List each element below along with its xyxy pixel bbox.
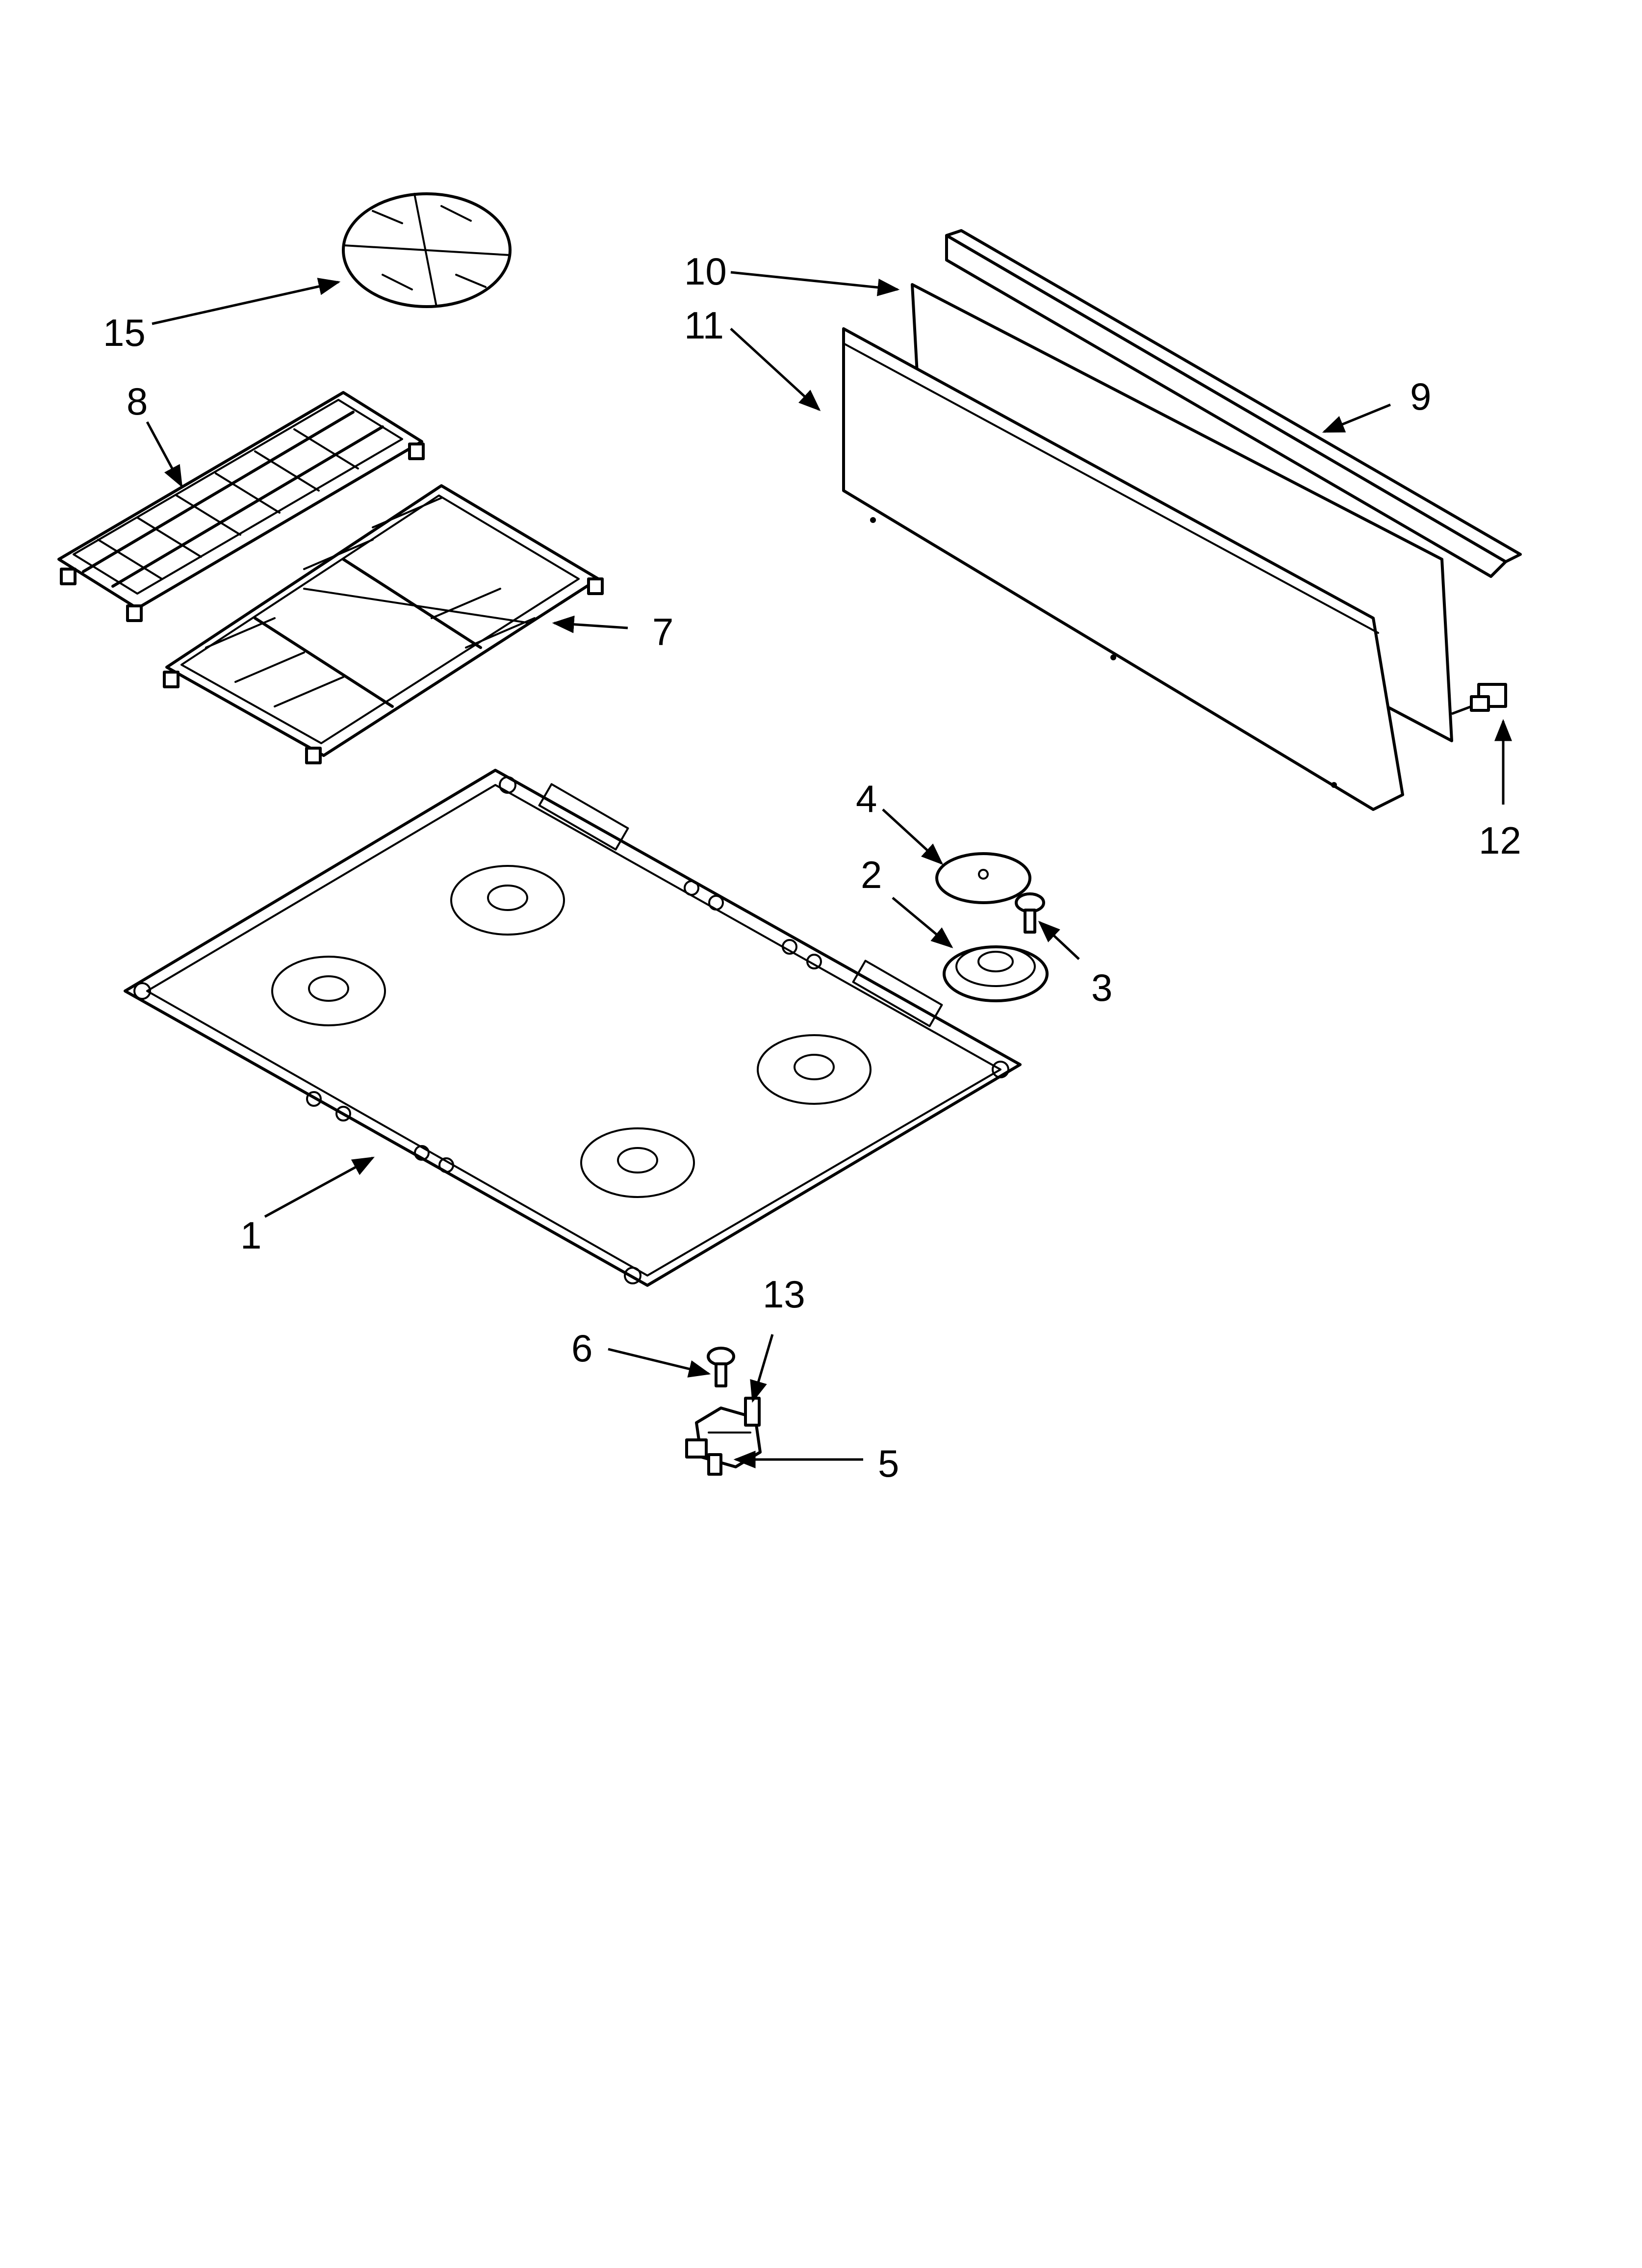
callout-7: 7 (652, 610, 673, 653)
callout-8: 8 (127, 380, 148, 423)
callout-9: 9 (1410, 375, 1431, 418)
part-5-valve-assembly (685, 1397, 762, 1476)
part-4-burner-cap (935, 852, 1031, 904)
part-3-screw (1015, 892, 1045, 934)
part-2-burner-base (943, 945, 1049, 1002)
callout-labels: 15 8 7 1 10 11 9 12 4 2 3 6 13 5 (103, 250, 1521, 1485)
part-6-screw (707, 1347, 735, 1387)
callout-10: 10 (684, 250, 727, 293)
callout-11: 11 (684, 304, 724, 347)
callout-5: 5 (878, 1442, 899, 1485)
callout-6: 6 (571, 1327, 592, 1370)
callout-3: 3 (1091, 966, 1112, 1009)
burner-opening (271, 956, 386, 1026)
callout-13: 13 (763, 1273, 805, 1316)
burner-opening (450, 865, 565, 936)
part-1-cooktop-panel (124, 769, 1022, 1287)
part-8-small-grate (57, 391, 425, 622)
part-9-trim-strip (945, 229, 1522, 578)
part-11-backguard (842, 327, 1404, 811)
part-7-large-grate (163, 484, 604, 764)
leader-lines (146, 271, 1512, 1468)
callout-2: 2 (861, 853, 882, 896)
callout-15: 15 (103, 311, 146, 354)
part-12-screw (1470, 683, 1507, 712)
burner-opening (580, 1127, 695, 1198)
callout-12: 12 (1479, 819, 1521, 862)
callout-1: 1 (240, 1214, 261, 1257)
part-15-round-pad (342, 192, 512, 308)
callout-4: 4 (856, 777, 877, 820)
burner-opening (757, 1034, 872, 1105)
